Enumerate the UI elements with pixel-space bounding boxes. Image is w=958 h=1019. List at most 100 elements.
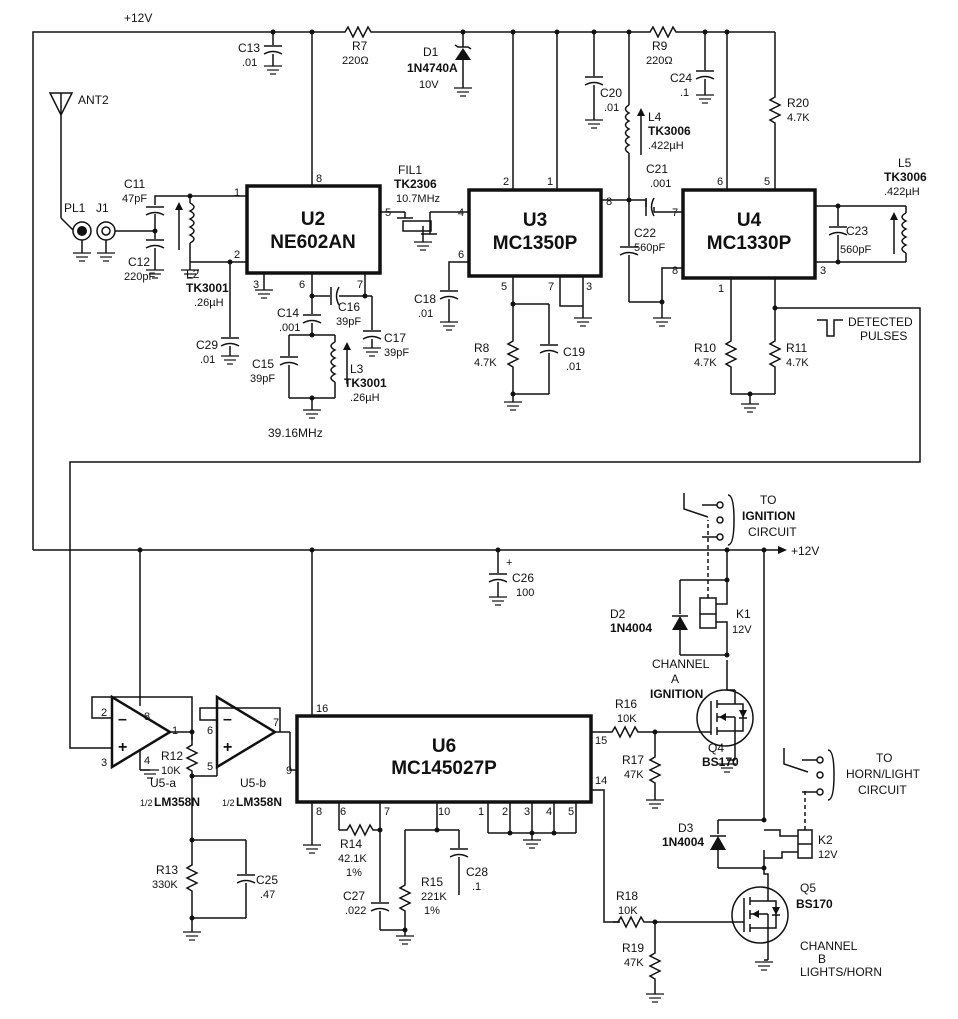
svg-text:D2: D2 — [610, 607, 626, 621]
svg-text:R15: R15 — [421, 875, 443, 889]
svg-text:U6: U6 — [432, 736, 456, 757]
svg-text:.422µH: .422µH — [648, 140, 684, 152]
svg-text:ANT2: ANT2 — [78, 93, 109, 107]
horn-light-label: TO HORN/LIGHT CIRCUIT — [846, 751, 921, 797]
svg-text:C27: C27 — [343, 889, 365, 903]
svg-text:C26: C26 — [512, 571, 534, 585]
svg-text:5: 5 — [207, 761, 213, 773]
svg-text:.001: .001 — [279, 322, 300, 334]
svg-text:.422µH: .422µH — [884, 186, 920, 198]
r13-resistor: R13 330K — [152, 840, 198, 918]
svg-text:.1: .1 — [680, 87, 689, 99]
lower-rail: +12V — [33, 544, 819, 558]
svg-text:2: 2 — [503, 176, 509, 188]
svg-text:R18: R18 — [616, 889, 638, 903]
svg-text:U3: U3 — [523, 210, 547, 231]
svg-text:+: + — [223, 739, 232, 756]
svg-text:+: + — [506, 557, 512, 569]
svg-text:C12: C12 — [128, 255, 150, 269]
svg-text:C21: C21 — [646, 162, 668, 176]
svg-text:1/2: 1/2 — [140, 798, 153, 808]
svg-text:330K: 330K — [152, 879, 178, 891]
q4-mosfet: Q4 BS170 — [696, 689, 754, 769]
svg-text:1: 1 — [478, 806, 484, 818]
svg-text:A: A — [671, 672, 679, 686]
svg-text:C28: C28 — [466, 865, 488, 879]
c20-capacitor: C20 .01 — [584, 29, 622, 129]
svg-text:4.7K: 4.7K — [694, 357, 717, 369]
c22-capacitor: C22 560pF — [619, 200, 665, 303]
svg-text:U4: U4 — [737, 210, 762, 231]
svg-text:IGNITION: IGNITION — [742, 509, 795, 523]
r16-resistor: R16 10K — [606, 697, 644, 738]
svg-text:BS170: BS170 — [796, 897, 833, 911]
svg-text:3: 3 — [524, 806, 530, 818]
l4-inductor: L4 TK3006 .422µH — [624, 29, 691, 200]
svg-text:LM358N: LM358N — [236, 795, 282, 809]
c13-capacitor: C13 .01 — [238, 29, 283, 75]
c23-capacitor: C23 560pF — [828, 206, 871, 262]
svg-text:MC1350P: MC1350P — [493, 233, 578, 254]
r14-resistor: R14 42.1K 1% — [338, 824, 380, 879]
svg-text:PULSES: PULSES — [860, 329, 907, 343]
svg-text:7: 7 — [672, 207, 678, 219]
l5-inductor: L5 TK3006 .422µH — [838, 156, 927, 263]
r9-resistor: R9 220Ω — [644, 26, 682, 67]
l3-inductor: L3 TK3001 .26µH — [330, 335, 387, 404]
svg-text:K2: K2 — [818, 833, 833, 847]
svg-text:D1: D1 — [423, 45, 439, 59]
svg-text:1/2: 1/2 — [222, 798, 235, 808]
svg-text:.47: .47 — [260, 889, 275, 901]
svg-text:CHANNEL: CHANNEL — [652, 657, 710, 671]
svg-text:R20: R20 — [787, 96, 809, 110]
svg-text:PL1: PL1 — [64, 201, 86, 215]
svg-text:L3: L3 — [350, 362, 364, 376]
svg-text:2: 2 — [101, 707, 107, 719]
svg-text:K1: K1 — [736, 607, 751, 621]
svg-text:CHANNEL: CHANNEL — [800, 939, 858, 953]
u2-chip: U2 NE602AN 1 2 3 5 6 7 8 — [234, 173, 391, 291]
svg-text:Q4: Q4 — [708, 741, 724, 755]
svg-text:.1: .1 — [472, 881, 481, 893]
svg-text:7: 7 — [357, 279, 363, 291]
svg-text:6: 6 — [717, 176, 723, 188]
svg-text:220Ω: 220Ω — [646, 55, 673, 67]
svg-text:.01: .01 — [566, 361, 581, 373]
svg-text:LIGHTS/HORN: LIGHTS/HORN — [800, 965, 882, 979]
svg-text:1N4004: 1N4004 — [662, 835, 704, 849]
svg-text:10K: 10K — [618, 905, 638, 917]
svg-text:4: 4 — [546, 806, 552, 818]
svg-text:R17: R17 — [622, 753, 644, 767]
r12-resistor: R12 10K — [161, 732, 198, 840]
svg-text:IGNITION: IGNITION — [650, 687, 703, 701]
svg-text:1: 1 — [172, 725, 178, 737]
svg-text:12V: 12V — [732, 624, 752, 636]
svg-text:U5-b: U5-b — [240, 776, 266, 790]
svg-text:12V: 12V — [818, 849, 838, 861]
c17-capacitor: C17 39pF — [362, 293, 409, 359]
svg-text:9: 9 — [286, 765, 292, 777]
fil1-filter: FIL1 TK2306 10.7MHz — [380, 163, 469, 251]
svg-text:5: 5 — [385, 207, 391, 219]
svg-text:8: 8 — [672, 265, 678, 277]
svg-text:7: 7 — [384, 806, 390, 818]
svg-text:10K: 10K — [617, 713, 637, 725]
svg-text:NE602AN: NE602AN — [270, 232, 356, 253]
c19-capacitor: C19 .01 — [539, 304, 585, 394]
svg-text:TO: TO — [760, 493, 776, 507]
c27-capacitor: C27 .022 — [343, 889, 390, 930]
svg-text:L2: L2 — [186, 267, 200, 281]
svg-text:R7: R7 — [352, 39, 368, 53]
c29-capacitor: C29 .01 — [196, 262, 240, 366]
svg-text:6: 6 — [299, 279, 305, 291]
right-rail-label: +12V — [791, 544, 819, 558]
svg-text:TK2306: TK2306 — [394, 177, 437, 191]
c25-capacitor: C25 .47 — [236, 840, 278, 918]
svg-text:C20: C20 — [600, 86, 622, 100]
svg-text:TK3001: TK3001 — [344, 376, 387, 390]
svg-text:C29: C29 — [196, 338, 218, 352]
u3-chip: U3 MC1350P 2 1 4 8 6 5 7 3 — [458, 176, 612, 293]
svg-text:6: 6 — [340, 806, 346, 818]
svg-text:220Ω: 220Ω — [342, 55, 369, 67]
